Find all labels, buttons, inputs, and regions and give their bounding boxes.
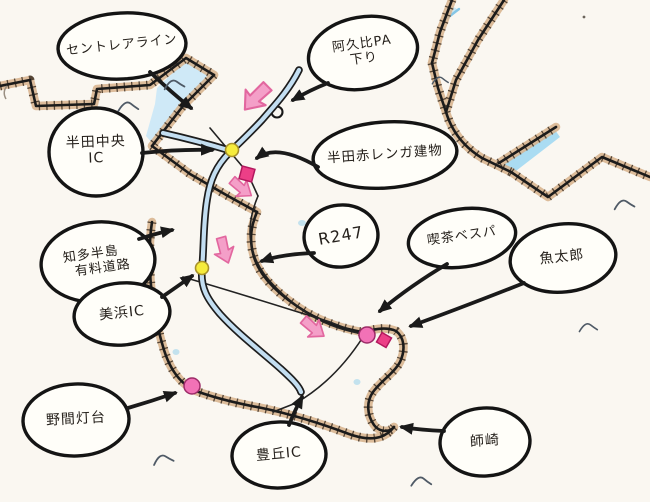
oval-agui-pa: [306, 14, 420, 92]
route-arrow-icon: [299, 315, 325, 338]
oval-toyooka-ic: [230, 420, 328, 490]
poi-diamond-icon: [375, 331, 393, 349]
junction-dot-icon: [224, 142, 240, 158]
map-markers: [183, 142, 393, 395]
label-ovals: [21, 11, 618, 490]
oval-handa-red-brick: [311, 119, 459, 191]
poi-circle-icon: [358, 326, 376, 344]
pointer-arrows: [126, 70, 526, 435]
label-text: IC: [88, 149, 105, 167]
oval-kissa-vespa: [406, 206, 518, 270]
label-handa-chuo-ic: 半田中央 IC: [65, 133, 126, 167]
label-noma-lighthouse: 野間灯台: [45, 409, 107, 430]
oval-uotaro: [508, 222, 618, 294]
junction-dot-icon: [194, 260, 210, 276]
label-text: 半田中央: [65, 133, 126, 152]
route-direction-arrows: [213, 81, 325, 338]
label-text: 師崎: [469, 432, 501, 451]
label-morozaki: 師崎: [469, 432, 501, 451]
label-text: 野間灯台: [45, 409, 107, 429]
oval-morozaki: [438, 406, 532, 478]
poi-square-icon: [238, 165, 256, 183]
oval-r247: [302, 203, 380, 269]
poi-circle-icon: [183, 377, 201, 395]
route-arrow-icon: [228, 175, 253, 198]
oval-centrair-line: [56, 11, 188, 81]
route-arrow-icon: [243, 81, 273, 111]
oval-mihama-ic: [72, 281, 172, 347]
route-arrow-icon: [213, 235, 235, 264]
toll-road: [159, 66, 305, 396]
oval-noma-lighthouse: [21, 382, 131, 458]
water-squiggles: [3, 15, 636, 487]
